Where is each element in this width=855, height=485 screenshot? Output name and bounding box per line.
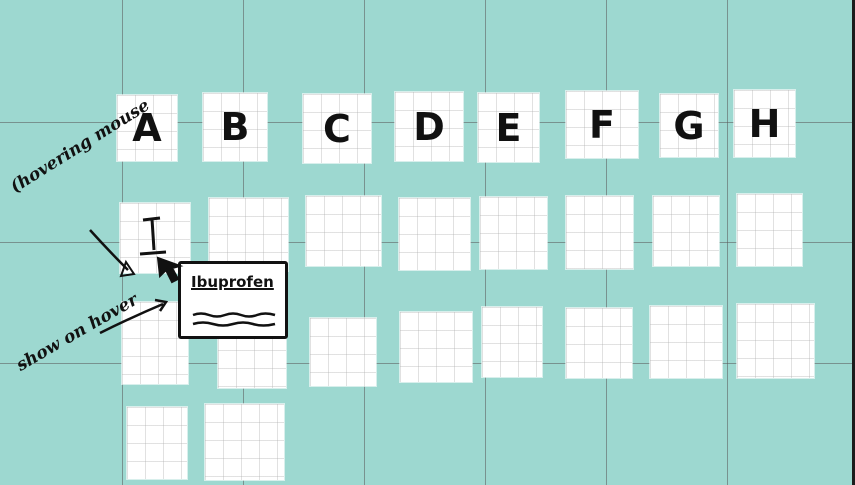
column-header-f: F <box>566 91 638 158</box>
grid-cell[interactable] <box>127 407 187 479</box>
column-header-h: H <box>734 90 795 157</box>
grid-cell[interactable] <box>566 308 632 378</box>
tooltip-detail-lines <box>192 312 276 327</box>
grid-cell[interactable] <box>310 318 376 386</box>
grid-cell[interactable] <box>480 197 547 269</box>
grid-cell[interactable] <box>400 312 472 382</box>
column-letter: G <box>673 103 705 148</box>
grid-cell[interactable] <box>209 198 288 271</box>
grid-cell[interactable] <box>306 196 381 266</box>
grid-cell[interactable] <box>653 196 719 266</box>
grid-cell[interactable] <box>122 302 188 384</box>
column-header-c: C <box>303 94 371 163</box>
tooltip-title: Ibuprofen <box>191 273 274 291</box>
arrow-line <box>89 229 129 271</box>
grid-cell[interactable] <box>737 304 814 378</box>
text-cursor-icon <box>139 216 184 284</box>
column-header-g: G <box>660 94 718 157</box>
hover-tooltip: Ibuprofen <box>178 261 288 339</box>
column-letter: F <box>589 102 615 147</box>
grid-cell[interactable] <box>482 307 542 377</box>
window-edge <box>852 0 855 485</box>
column-letter: H <box>748 101 781 146</box>
column-letter: A <box>132 106 162 150</box>
column-header-a: A <box>117 95 177 161</box>
column-header-b: B <box>203 93 267 161</box>
arrow-line <box>99 302 164 335</box>
grid-cell[interactable] <box>566 196 633 269</box>
column-letter: C <box>323 106 351 151</box>
grid-cell[interactable] <box>205 404 284 480</box>
column-letter: D <box>413 104 445 149</box>
column-header-e: E <box>478 93 539 162</box>
grid-cell[interactable] <box>399 198 470 270</box>
grid-cell[interactable] <box>737 194 802 266</box>
column-letter: B <box>220 105 250 149</box>
grid-cell[interactable] <box>650 306 722 378</box>
column-letter: E <box>495 105 522 150</box>
column-header-d: D <box>395 92 463 161</box>
arrow-head <box>119 259 136 278</box>
arrow-head <box>154 298 169 312</box>
